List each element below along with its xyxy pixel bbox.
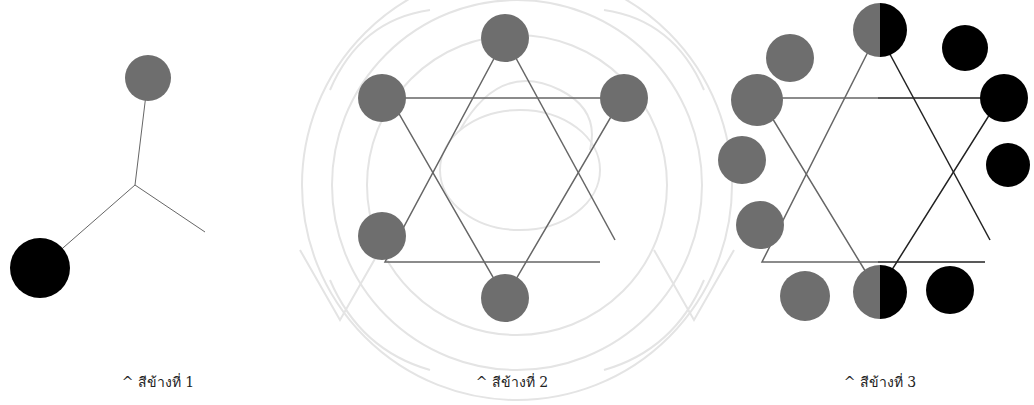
- seal-watermark: [300, 0, 734, 400]
- figure-two: [358, 14, 648, 322]
- figure-one: [10, 55, 205, 298]
- figure-caption: ^ สีข้างที่ 3: [844, 374, 917, 391]
- figure-three: [718, 3, 1030, 321]
- figure-caption: ^ สีข้างที่ 1: [122, 374, 195, 391]
- figure-caption: ^ สีข้างที่ 2: [476, 374, 549, 391]
